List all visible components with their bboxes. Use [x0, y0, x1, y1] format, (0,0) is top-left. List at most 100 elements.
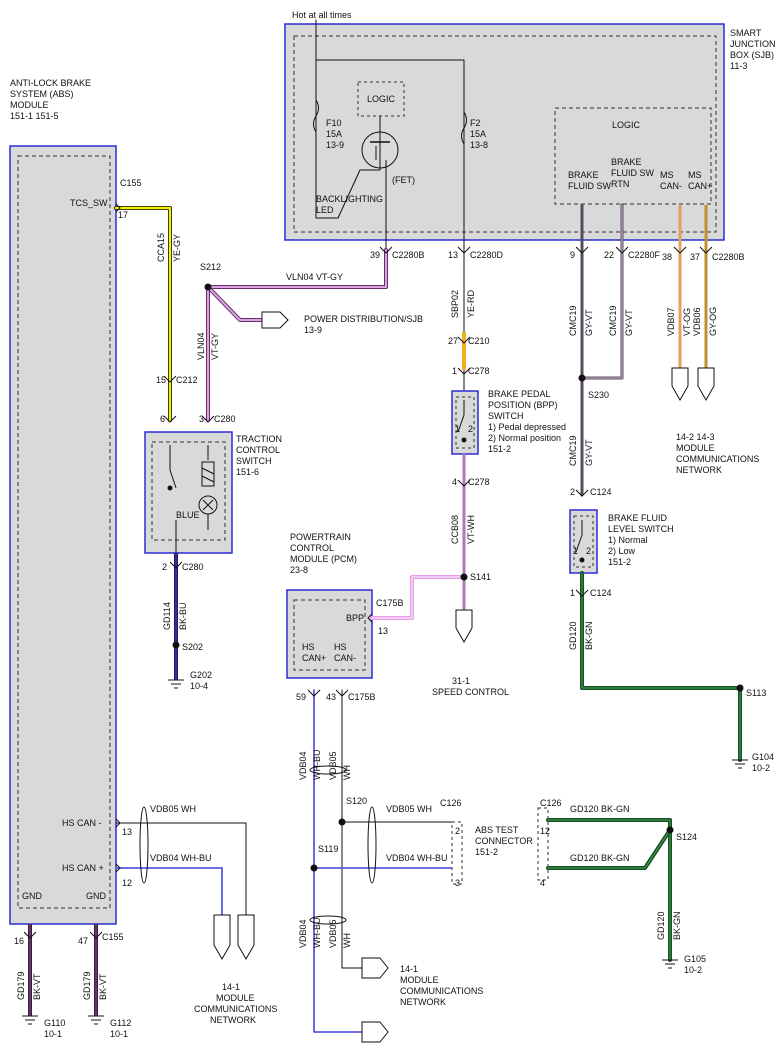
pin13-c175b: 13: [378, 626, 388, 636]
mcn-top-label-1: 14-2 14-3: [676, 432, 715, 442]
s124-label: S124: [676, 832, 697, 842]
abs-test-title-1: ABS TEST: [475, 825, 519, 835]
f2-2: 15A: [470, 129, 486, 139]
splice-dots: [172, 283, 744, 872]
splice-s113: [736, 684, 744, 692]
bpp-switch-inner: [455, 396, 475, 449]
sjb-title-3: BOX (SJB): [730, 50, 774, 60]
c2280f-label: C2280F: [628, 250, 661, 260]
c2280b-b-label: C2280B: [712, 252, 745, 262]
c280-pin2: 2: [162, 562, 167, 572]
bfl-title-1: BRAKE FLUID: [608, 513, 668, 523]
cmc19-b-label-2: GY-VT: [624, 309, 634, 336]
bfl-switch-internals: [575, 520, 585, 563]
splice-s119: [310, 864, 318, 872]
cca15-wire-color: [114, 206, 172, 422]
pcm-title-1: POWERTRAIN: [290, 532, 351, 542]
bfsw-2: FLUID SW: [568, 181, 612, 191]
pcm-hs-can-plus-2: CAN+: [302, 653, 326, 663]
c155-pin-a: 17: [118, 210, 128, 220]
abs-vdb04-wire: [115, 867, 223, 916]
sjb-inner-dashed: [293, 35, 717, 233]
bfsw-rtn-3: RTN: [611, 179, 629, 189]
pcm-box: [286, 589, 373, 679]
gd120-v-label-1: GD120: [568, 621, 578, 650]
mcn-top-label-2: MODULE: [676, 443, 715, 453]
pin43: 43: [326, 692, 336, 702]
g112-label-2: 10-1: [110, 1029, 128, 1039]
c126-a-label: C126: [440, 798, 462, 808]
mcn-top-ref-icon-1: [671, 367, 689, 402]
vdb04-h2-label: VDB04 WH-BU: [386, 853, 448, 863]
bpp-title-1: BRAKE PEDAL: [488, 389, 551, 399]
splice-s141: [460, 573, 468, 581]
c2280d-label: C2280D: [470, 250, 504, 260]
bfl-title-4: 2) Low: [608, 546, 636, 556]
s212-label: S212: [200, 262, 221, 272]
gd120-h2-label: GD120 BK-GN: [570, 853, 630, 863]
g105-ground-icon: [662, 959, 678, 969]
power-dist-ref-icon: [261, 311, 289, 329]
bpp-title-3: SWITCH: [488, 411, 524, 421]
splice-s124: [666, 826, 674, 834]
fet-wire: [315, 115, 381, 219]
traction-title-3: SWITCH: [236, 456, 272, 466]
ms-can-plus-1: MS: [688, 170, 702, 180]
sjb-logic1: LOGIC: [367, 94, 396, 104]
pcm-vdb04-wire: [313, 689, 363, 1033]
traction-blue: BLUE: [176, 510, 200, 520]
g202-ground-icon: [168, 679, 184, 689]
bfl-pos1: 1: [573, 546, 578, 556]
bpp-title-5: 2) Normal position: [488, 433, 561, 443]
traction-title-2: CONTROL: [236, 445, 280, 455]
c155-pin-b: 47: [78, 936, 88, 946]
c155b-label: C155: [102, 932, 124, 942]
s141-label: S141: [470, 572, 491, 582]
cca15-label-1: CCA15: [156, 233, 166, 262]
traction-switch-inner: [151, 441, 226, 541]
backlight-1: BACKLIGHTING: [316, 194, 383, 204]
mcn-top-label-3: COMMUNICATIONS: [676, 454, 759, 464]
f10-1: F10: [326, 118, 342, 128]
splice-s120: [338, 818, 346, 826]
fuse-f2-icon: [461, 111, 467, 145]
c155-label: C155: [120, 178, 142, 188]
speed-control-label-2: SPEED CONTROL: [432, 687, 509, 697]
abs-title-4: 151-1 151-5: [10, 111, 59, 121]
c280-bot-label: C280: [182, 562, 204, 572]
mcn-mid-ref-icon-1: [361, 957, 389, 979]
mcn-left-label-1: 14-1: [222, 982, 240, 992]
pin9: 9: [570, 250, 575, 260]
ground-symbols: [22, 679, 748, 1025]
cmc19-c-label-1: CMC19: [568, 435, 578, 466]
gd179-b-label-2: BK-VT: [98, 973, 108, 1000]
bpp-title-6: 151-2: [488, 444, 511, 454]
bfl-title-2: LEVEL SWITCH: [608, 524, 674, 534]
pin2-c126: 2: [455, 826, 460, 836]
gd179-a-label-2: BK-VT: [32, 973, 42, 1000]
splice-s202: [172, 641, 180, 649]
pcm-title-4: 23-8: [290, 565, 308, 575]
pin4-c278: 4: [452, 477, 457, 487]
pcm-bpp: BPP: [346, 613, 364, 623]
ref-symbols: [213, 311, 715, 1043]
sbp02-label-2: YE-RD: [466, 289, 476, 318]
bpp-title-2: POSITION (BPP): [488, 400, 558, 410]
gd114-label-1: GD114: [162, 602, 172, 630]
c124-b-label: C124: [590, 588, 612, 598]
bpp-switch-internals: [457, 400, 467, 443]
pin59: 59: [296, 692, 306, 702]
mcn-mid-label-2: MODULE: [400, 975, 439, 985]
vdb07-label-1: VDB07: [666, 307, 676, 336]
c212-label: C212: [176, 375, 198, 385]
c278-bot-label: C278: [468, 477, 490, 487]
c126-b-label: C126: [540, 798, 562, 808]
sjb-box: [284, 23, 725, 241]
power-dist-label-2: 13-9: [304, 325, 322, 335]
pin22: 22: [604, 250, 614, 260]
gd120-v2-label-1: GD120: [656, 911, 666, 940]
pin38: 38: [662, 252, 672, 262]
gd179-b-label-1: GD179: [82, 971, 92, 1000]
ccb08-label-1: CCB08: [450, 515, 460, 544]
abs-tcs-sw: TCS_SW: [70, 198, 108, 208]
